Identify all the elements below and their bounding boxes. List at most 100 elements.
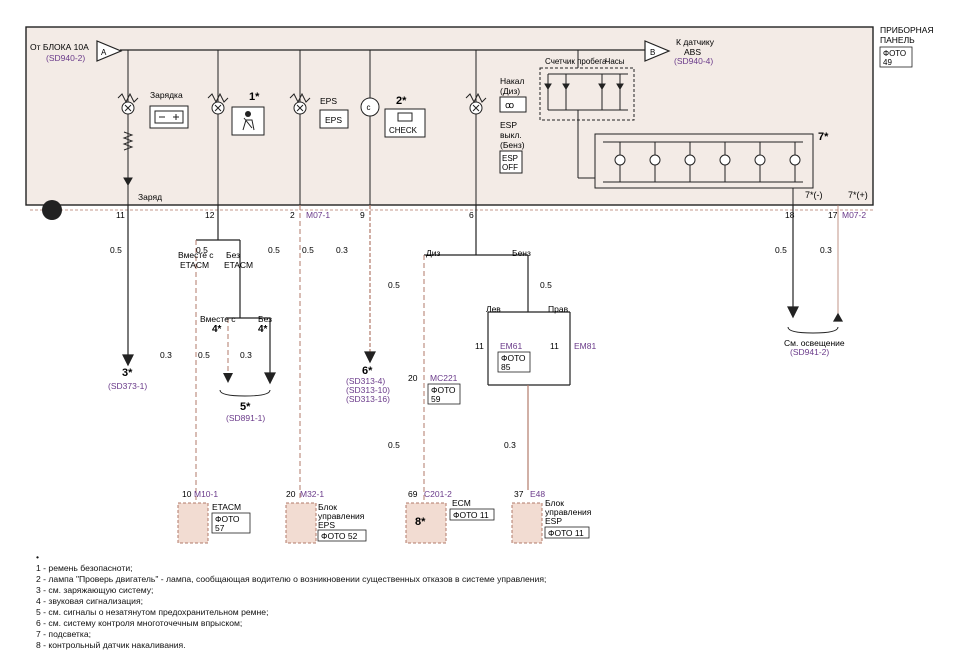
with4-2: 4*	[212, 324, 222, 335]
connector-b-label: B	[650, 48, 655, 57]
battery-icon	[149, 105, 189, 129]
pin-12: 12	[205, 210, 215, 220]
mc221-photo: ФОТО	[431, 385, 456, 395]
etacm-module: 10 M10-1 ETACM ФОТО 57	[177, 489, 251, 544]
esp-module-connector: E48	[530, 489, 545, 499]
pin-17: 17	[828, 210, 838, 220]
footnote-bullet: •	[36, 552, 40, 562]
charge-lamp-icon	[117, 92, 139, 187]
light-ref: (SD941-2)	[790, 347, 829, 357]
ref-5-mark: 5*	[240, 401, 251, 413]
branch-labels: Вместе с ETACM Без ETACM Вместе с 4* Без…	[178, 248, 569, 335]
em61-photo-no: 85	[501, 362, 511, 372]
glow-label-1: Накал	[500, 76, 524, 86]
without4-1: Без	[258, 314, 272, 324]
charge-wire-label: Заряд	[138, 192, 162, 202]
pin-2-connector: M07-1	[306, 210, 330, 220]
esp-off-label-3: (Бенз)	[500, 140, 525, 150]
wire-size-12: 0.5	[196, 245, 208, 255]
panel-title-line1: ПРИБОРНАЯ	[880, 25, 934, 35]
pin-2: 2	[290, 210, 295, 220]
connector-b-icon	[644, 40, 671, 62]
eps-module-photo-box	[317, 529, 367, 542]
footnote-2: 2 - лампа "Проверь двигатель" - лампа, с…	[36, 574, 547, 584]
esp-module-pin: 37	[514, 489, 524, 499]
footnote-3: 3 - см. заряжающую систему;	[36, 585, 154, 595]
watermark-logo	[42, 200, 62, 220]
charge-lamp-label: Зарядка	[150, 90, 183, 100]
eps-module-line2: управления	[318, 511, 365, 521]
right-label: Прав	[548, 304, 569, 314]
ref-5-link: (SD891-1)	[226, 413, 265, 423]
footnote-1: 1 - ремень безопасноти;	[36, 563, 133, 573]
ecm-photo-box	[449, 508, 495, 521]
panel-photo-label: ФОТО	[883, 49, 906, 58]
pin-6: 6	[469, 210, 474, 220]
esp-off-box-line2: OFF	[502, 163, 518, 172]
outgoing-wires	[122, 205, 844, 490]
footnote-6: 6 - см. систему контроля многоточечным в…	[36, 618, 243, 628]
ref-6-mark: 6*	[362, 365, 373, 377]
esp-lamp-icon	[465, 92, 487, 115]
eps-module-photo: ФОТО 52	[321, 531, 358, 541]
ref-3-link: (SD373-1)	[108, 381, 147, 391]
ref-5-brace	[219, 389, 271, 397]
wire-size-17: 0.3	[820, 245, 832, 255]
em81-pin: 11	[550, 341, 559, 351]
diesel-label: Диз	[426, 248, 441, 258]
petrol-label: Бенз	[512, 248, 531, 258]
with4-arrow	[223, 373, 233, 383]
wire-size-etacm-a: 0.3	[160, 350, 172, 360]
check-lamp-icon	[360, 97, 380, 117]
left-label: Лев	[486, 304, 501, 314]
from-block-label: От БЛОКА 10А	[30, 42, 89, 52]
pin-11: 11	[116, 210, 125, 220]
em61-photo-box	[497, 351, 531, 373]
ref-6-link-3: (SD313-16)	[346, 394, 390, 404]
odometer-clock-lamps	[544, 73, 628, 150]
footnote-5: 5 - см. сигналы о незатянутом предохрани…	[36, 607, 269, 617]
seatbelt-mark: 1*	[249, 91, 260, 103]
esp-module-line1: Блок	[545, 498, 564, 508]
panel-title-line2: ПАНЕЛЬ	[880, 35, 915, 45]
esp-module-photo-box	[544, 526, 590, 539]
esp-off-box-line1: ESP	[502, 154, 518, 163]
with4-1: Вместе с	[200, 314, 236, 324]
to-abs-label-1: К датчику	[676, 37, 715, 47]
ecm-label: ECM	[452, 498, 471, 508]
glow-label-2: (Диз)	[500, 86, 520, 96]
wire-size-petrol: 0.5	[540, 280, 552, 290]
odometer-clock-box	[539, 67, 635, 121]
backlight-plus-label: 7*(+)	[848, 190, 868, 200]
eps-module-pin: 20	[286, 489, 296, 499]
mc221-label: MC221	[430, 373, 458, 383]
light-label: См. освещение	[784, 338, 845, 348]
backlight-mark: 7*	[818, 131, 829, 143]
esp-module-photo: ФОТО 11	[548, 528, 584, 538]
etacm-photo-no: 57	[215, 523, 225, 533]
ecm-box	[405, 502, 447, 544]
etacm-label: ETACM	[212, 502, 241, 512]
ref-6-link-1: (SD313-4)	[346, 376, 385, 386]
em61-label: EM61	[500, 341, 522, 351]
without-etacm-2: ETACM	[224, 260, 253, 270]
ecm-photo: ФОТО 11	[453, 510, 489, 520]
to-abs-ref: (SD940-4)	[674, 56, 713, 66]
eps-module-box	[285, 502, 317, 544]
mc221-photo-no: 59	[431, 394, 441, 404]
footnote-8: 8 - контрольный датчик накаливания.	[36, 640, 186, 650]
backlight-lamps	[577, 141, 803, 205]
wiring-diagram: ПРИБОРНАЯ ПАНЕЛЬ ФОТО 49 От БЛОКА 10А (S…	[25, 25, 934, 544]
wire-size-9: 0.3	[336, 245, 348, 255]
ecm-pin: 69	[408, 489, 418, 499]
esp-off-label-1: ESP	[500, 120, 517, 130]
etacm-box	[177, 502, 209, 544]
mc221-pin: 20	[408, 373, 418, 383]
connector-a-icon	[96, 40, 123, 62]
backlight-group-box	[594, 133, 814, 189]
glow-plug-box	[499, 96, 527, 113]
esp-module-box	[511, 502, 543, 544]
without4-2: 4*	[258, 324, 268, 335]
eps-lamp-label: EPS	[320, 96, 337, 106]
ref-3-mark: 3*	[122, 367, 133, 379]
